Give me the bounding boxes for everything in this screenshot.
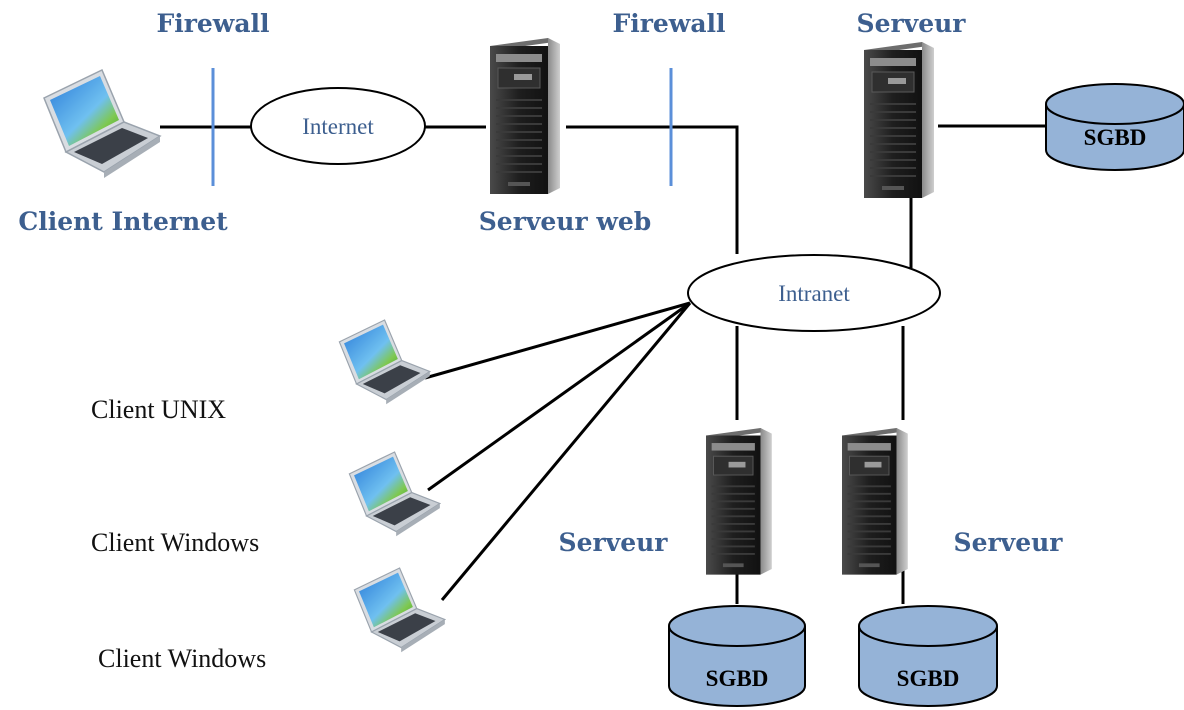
intranet-label: Intranet [778, 281, 850, 306]
laptop-icon [43, 69, 161, 179]
internet-label: Internet [302, 114, 374, 139]
server-tower-icon [841, 427, 909, 576]
link-intranet-client-windows-2 [440, 302, 692, 601]
database-cylinder-icon: SGBD [1045, 83, 1184, 171]
server-tower-icon [705, 427, 773, 576]
link-webserver-intranet [566, 125, 739, 254]
link-intranet-client-unix [424, 301, 691, 380]
database-cylinder-icon: SGBD [858, 605, 998, 707]
sgbd-top-label: SGBD [1084, 125, 1147, 150]
server-tower-icon [489, 37, 561, 195]
database-cylinder-icon: SGBD [668, 605, 806, 707]
connection-lines [160, 124, 1046, 604]
laptop-icon [353, 567, 446, 653]
serveur-web-label: Serveur web [479, 207, 652, 236]
laptop-icon [338, 319, 431, 405]
laptop-icon [348, 451, 441, 537]
internet-network: Internet [250, 87, 426, 165]
sgbd-right-label: SGBD [897, 666, 960, 691]
serveur-left-label: Serveur [559, 528, 669, 557]
client-unix-label: Client UNIX [91, 395, 226, 424]
link-intranet-client-windows-1 [427, 301, 691, 492]
serveur-right-label: Serveur [954, 528, 1064, 557]
firewall-label-left: Firewall [156, 9, 269, 38]
serveur-top-label: Serveur [857, 9, 967, 38]
client-internet-label: Client Internet [18, 207, 228, 236]
firewall-label-right: Firewall [612, 9, 725, 38]
sgbd-left-label: SGBD [706, 666, 769, 691]
intranet-network: Intranet [687, 254, 941, 332]
client-windows-label-2: Client Windows [98, 644, 266, 673]
server-tower-icon [863, 41, 935, 199]
client-windows-label-1: Client Windows [91, 528, 259, 557]
